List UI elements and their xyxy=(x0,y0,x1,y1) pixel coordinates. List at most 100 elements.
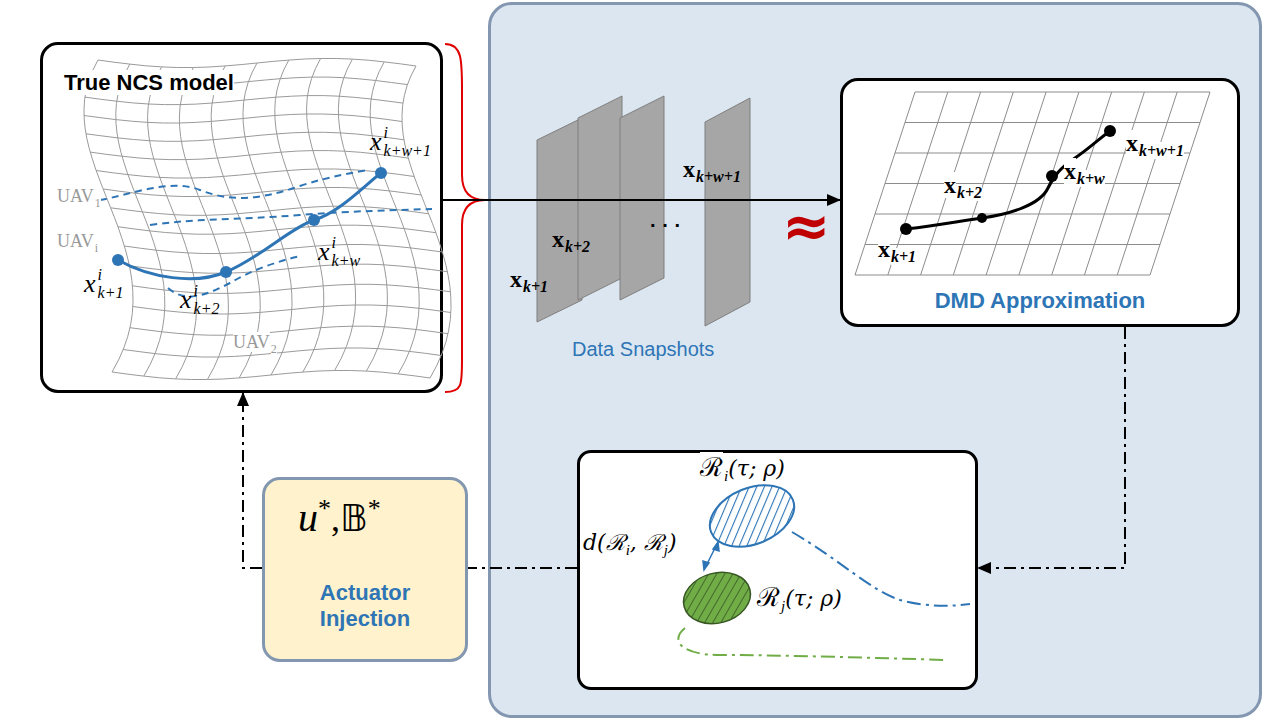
grid-line xyxy=(148,67,197,379)
subscript: 2 xyxy=(271,342,277,356)
text-group: xik+1 xyxy=(84,266,123,302)
grid-line xyxy=(1084,92,1144,275)
uav-i-trajectory xyxy=(118,173,381,279)
text-group: Actuator Injection xyxy=(290,580,440,632)
control-symbol: 𝔹 xyxy=(340,496,368,540)
grid-line xyxy=(885,183,1180,184)
grid-line xyxy=(307,59,356,371)
subscript: i xyxy=(95,241,98,255)
text-group: · · · xyxy=(650,214,681,237)
state-label: x xyxy=(370,127,382,156)
grid-line xyxy=(1052,92,1112,275)
text-group: UAV2 xyxy=(233,332,277,357)
uav-label: UAV xyxy=(57,231,94,251)
text-group: xik+w xyxy=(318,234,360,270)
script-stack: ik+w+1 xyxy=(382,124,431,160)
superscript: i xyxy=(98,266,124,284)
grid-line xyxy=(84,60,133,372)
grid-line xyxy=(855,92,915,275)
subscript: k+w+1 xyxy=(1139,142,1184,159)
box-title: DMD Approximation xyxy=(935,288,1146,313)
grid-line xyxy=(133,305,451,314)
reach-set-label: ℛ xyxy=(700,452,723,482)
grid-line xyxy=(875,214,1170,215)
grid-line xyxy=(1150,92,1210,275)
grid-line xyxy=(89,77,407,86)
subscript: k+w+1 xyxy=(696,168,741,185)
reach-set-i xyxy=(701,474,804,559)
trajectory-j xyxy=(678,628,946,660)
script-stack: ik+2 xyxy=(192,282,220,318)
superscript: i xyxy=(194,282,220,300)
grid-line xyxy=(86,132,404,141)
control-symbol: , xyxy=(331,499,340,539)
dmd-grid xyxy=(855,92,1210,275)
feedback-connector xyxy=(243,393,262,568)
grid-line xyxy=(98,59,416,68)
uav-label: UAV xyxy=(57,186,94,206)
box-title: Actuator Injection xyxy=(320,580,410,631)
grid-line xyxy=(112,371,430,380)
grid-line xyxy=(84,114,402,123)
dmd-box: xk+1xk+2xk+wxk+w+1DMD Approximation xyxy=(840,78,1240,327)
grid-line xyxy=(211,66,260,378)
grid-line xyxy=(1117,92,1177,275)
feedback-connector xyxy=(978,327,1125,568)
snapshot-planes xyxy=(537,96,750,326)
feedback-connector xyxy=(468,567,577,569)
grid-line xyxy=(85,96,403,105)
model-box: True NCS modelUAV1UAViUAV2xik+1xik+2xik+… xyxy=(40,42,443,393)
text-group: xik+w+1 xyxy=(370,124,431,160)
superscript: * xyxy=(368,494,381,523)
snapshot-label: x xyxy=(510,266,522,292)
panel-caption: Data Snapshots xyxy=(572,338,714,360)
grid-line xyxy=(855,275,1150,276)
text-group: UAVi xyxy=(57,231,98,256)
distance-label: ) xyxy=(668,530,677,555)
superscript: i xyxy=(332,234,361,252)
grid-line xyxy=(986,92,1046,275)
text-group: xk+2 xyxy=(944,172,982,202)
data-flow-arrow xyxy=(443,199,840,201)
subscript: k+w xyxy=(332,252,361,270)
grid-line xyxy=(888,92,948,275)
trajectory-i xyxy=(792,532,970,606)
grid-line xyxy=(96,169,414,178)
superscript: i xyxy=(384,124,431,142)
reach-set-label: (τ; ρ) xyxy=(728,456,785,481)
script-stack: ik+1 xyxy=(96,266,124,302)
text-group: xk+w xyxy=(1064,158,1105,188)
grid-line xyxy=(338,59,387,371)
snapshot-label: x xyxy=(683,156,695,182)
text-group: ℛi(τ; ρ) xyxy=(700,448,785,485)
grid-line xyxy=(179,68,228,380)
superscript: * xyxy=(318,494,331,523)
grid-line xyxy=(90,151,408,160)
box-title: True NCS model xyxy=(64,70,234,95)
grid-line xyxy=(130,326,448,335)
subscript: k+2 xyxy=(957,184,982,201)
text-group: UAV1 xyxy=(57,186,101,211)
snapshot-label: x xyxy=(552,226,564,252)
grid-line xyxy=(905,122,1200,123)
state-label: x xyxy=(318,237,330,266)
subscript: k+w+1 xyxy=(384,142,431,160)
subscript: k+2 xyxy=(565,238,590,255)
reach-set-label: ℛ xyxy=(757,582,780,612)
text-group: True NCS model xyxy=(64,70,234,96)
script-stack: ik+w xyxy=(330,234,361,270)
text-group: d(ℛi, ℛj) xyxy=(583,526,677,559)
reach-set-j xyxy=(678,565,757,631)
grid-line xyxy=(129,264,447,273)
text-group: xik+2 xyxy=(180,282,219,318)
grid-line xyxy=(123,348,441,357)
grid-line xyxy=(124,245,442,254)
dmd-state-label: x xyxy=(944,172,956,198)
subscript: k+1 xyxy=(98,284,124,302)
subscript: 1 xyxy=(95,196,101,210)
uav-trajectories xyxy=(100,170,432,296)
grid-line xyxy=(915,92,1210,93)
subscript: k+1 xyxy=(523,278,548,295)
